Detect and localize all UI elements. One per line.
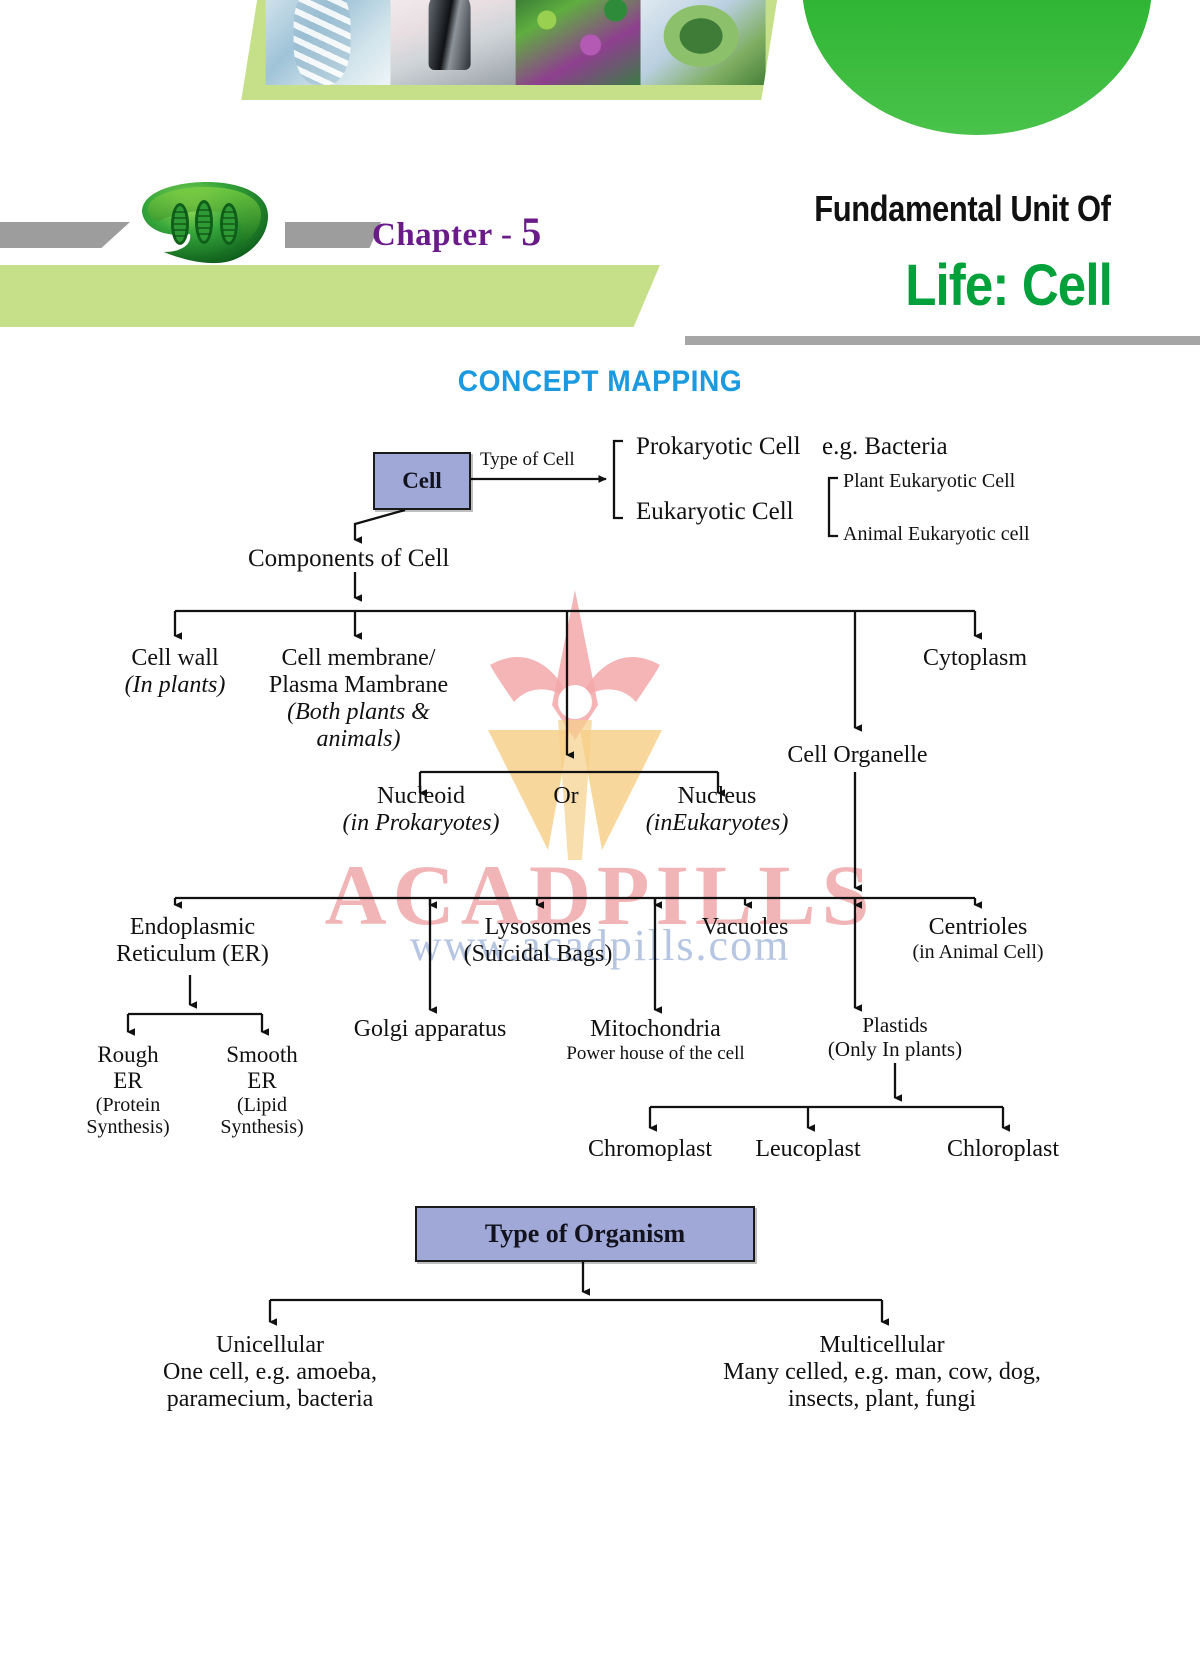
node-cytoplasm: Cytoplasm bbox=[922, 645, 1027, 671]
node-multicellular: Multicellular Many celled, e.g. man, cow… bbox=[682, 1332, 1082, 1413]
node-endoplasmic-reticulum: Endoplasmic Reticulum (ER) bbox=[100, 914, 285, 968]
node-plastids: Plastids (Only In plants) bbox=[800, 1013, 990, 1061]
node-eukaryotic-cell: Eukaryotic Cell bbox=[636, 498, 794, 525]
node-nucleus: Nucleus (inEukaryotes) bbox=[622, 783, 812, 837]
node-vacuoles: Vacuoles bbox=[701, 914, 789, 940]
chloroplast-icon bbox=[134, 182, 274, 264]
node-cell-membrane: Cell membrane/ Plasma Mambrane (Both pla… bbox=[256, 645, 461, 753]
node-centrioles: Centrioles (in Animal Cell) bbox=[888, 914, 1068, 963]
node-cell-wall-note: (In plants) bbox=[124, 671, 226, 698]
node-cell-wall: Cell wall (In plants) bbox=[105, 645, 245, 699]
node-centrioles-note-text: (in Animal Cell) bbox=[912, 940, 1044, 963]
node-cell-membrane-note: (Both plants & bbox=[287, 698, 430, 725]
node-smooth-er-note2-text: Synthesis) bbox=[220, 1115, 304, 1138]
node-unicellular-line1: One cell, e.g. amoeba, bbox=[163, 1358, 377, 1385]
node-lysosomes: Lysosomes (Suicidal Bags) bbox=[443, 914, 633, 968]
header-title-line2: Life: Cell bbox=[905, 253, 1113, 318]
node-mitochondria-note: Power house of the cell bbox=[538, 1043, 773, 1064]
gray-bar-mid bbox=[285, 222, 381, 248]
node-chromoplast: Chromoplast bbox=[588, 1136, 712, 1162]
node-cell-membrane-label2: Plasma Mambrane bbox=[268, 671, 449, 698]
green-band bbox=[0, 265, 660, 327]
node-mitochondria-label: Mitochondria bbox=[590, 1016, 721, 1042]
node-mitochondria-note-text: Power house of the cell bbox=[566, 1042, 745, 1064]
node-smooth-er-note-text: (Lipid bbox=[237, 1093, 287, 1116]
node-plastids-note: (Only In plants) bbox=[827, 1036, 963, 1061]
node-nucleoid-label: Nucleoid bbox=[377, 783, 465, 809]
header-title-line1: Fundamental Unit Of bbox=[813, 188, 1111, 229]
node-multicellular-line1: Many celled, e.g. man, cow, dog, bbox=[723, 1358, 1041, 1385]
node-rough-er: Rough ER (Protein Synthesis) bbox=[62, 1042, 194, 1138]
type-of-organism-label: Type of Organism bbox=[484, 1219, 686, 1248]
node-smooth-er-note: (Lipid bbox=[196, 1094, 328, 1116]
node-er-label2: Reticulum (ER) bbox=[116, 940, 269, 967]
node-unicellular: Unicellular One cell, e.g. amoeba, param… bbox=[130, 1332, 410, 1413]
node-unicellular-line2: paramecium, bacteria bbox=[166, 1385, 374, 1412]
node-nucleus-label: Nucleus bbox=[677, 783, 757, 809]
node-rough-er-note2: Synthesis) bbox=[62, 1116, 194, 1138]
edge-label-type-of-cell: Type of Cell bbox=[480, 449, 575, 470]
node-rough-er-note2-text: Synthesis) bbox=[86, 1115, 170, 1138]
node-cell-wall-label: Cell wall bbox=[131, 645, 219, 671]
node-nucleoid: Nucleoid (in Prokaryotes) bbox=[330, 783, 512, 837]
node-chloroplast: Chloroplast bbox=[947, 1136, 1059, 1162]
node-rough-er-note: (Protein bbox=[62, 1094, 194, 1116]
node-multicellular-label: Multicellular bbox=[819, 1332, 945, 1358]
node-smooth-er-label: Smooth bbox=[226, 1042, 298, 1067]
cell-box-label: Cell bbox=[402, 468, 442, 493]
node-centrioles-label: Centrioles bbox=[928, 914, 1028, 940]
type-of-organism-box: Type of Organism bbox=[415, 1206, 755, 1262]
node-multicellular-line2: insects, plant, fungi bbox=[788, 1385, 976, 1412]
node-golgi-apparatus: Golgi apparatus bbox=[353, 1016, 507, 1042]
node-smooth-er-label2: ER bbox=[247, 1067, 277, 1093]
node-prokaryotic-cell: Prokaryotic Cell bbox=[636, 433, 801, 460]
node-mitochondria: Mitochondria Power house of the cell bbox=[538, 1016, 773, 1064]
node-unicellular-label: Unicellular bbox=[216, 1332, 324, 1358]
node-cell-membrane-note2: animals) bbox=[316, 725, 401, 752]
chapter-label-text: Chapter - bbox=[372, 217, 522, 253]
node-plant-eukaryotic-cell: Plant Eukaryotic Cell bbox=[843, 470, 1016, 492]
node-lysosomes-note: (Suicidal Bags) bbox=[463, 940, 613, 967]
node-nucleus-note: (inEukaryotes) bbox=[645, 809, 789, 836]
node-plastids-label: Plastids bbox=[862, 1013, 928, 1037]
node-animal-eukaryotic-cell: Animal Eukaryotic cell bbox=[843, 523, 1030, 545]
chapter-label: Chapter - 5 bbox=[372, 208, 542, 255]
node-cell-organelle: Cell Organelle bbox=[787, 742, 928, 768]
node-nucleoid-note: (in Prokaryotes) bbox=[342, 809, 500, 836]
page-header: Chapter - 5 Fundamental Unit Of Life: Ce… bbox=[0, 0, 1200, 350]
node-smooth-er-note2: Synthesis) bbox=[196, 1116, 328, 1138]
page-title: CONCEPT MAPPING bbox=[457, 365, 743, 398]
node-prokaryotic-example: e.g. Bacteria bbox=[822, 433, 948, 460]
header-gray-underline bbox=[685, 336, 1200, 345]
node-lysosomes-label: Lysosomes bbox=[484, 914, 592, 940]
node-centrioles-note: (in Animal Cell) bbox=[888, 941, 1068, 963]
node-rough-er-note-text: (Protein bbox=[95, 1093, 161, 1116]
cell-box: Cell bbox=[373, 452, 471, 510]
node-rough-er-label: Rough bbox=[97, 1042, 159, 1067]
node-er-label: Endoplasmic bbox=[129, 914, 256, 940]
node-leucoplast: Leucoplast bbox=[755, 1136, 861, 1162]
node-smooth-er: Smooth ER (Lipid Synthesis) bbox=[196, 1042, 328, 1138]
chapter-number: 5 bbox=[521, 209, 542, 254]
node-components-of-cell: Components of Cell bbox=[248, 545, 450, 572]
node-or: Or bbox=[553, 783, 579, 809]
node-cell-membrane-label: Cell membrane/ bbox=[281, 645, 436, 671]
node-rough-er-label2: ER bbox=[113, 1067, 143, 1093]
